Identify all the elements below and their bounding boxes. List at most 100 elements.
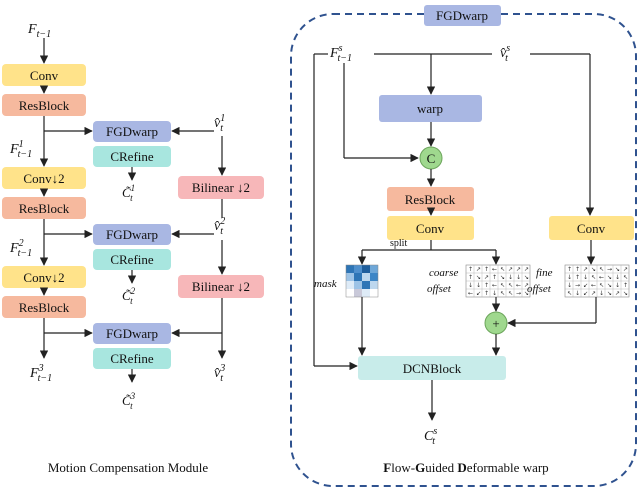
svg-text:↘: ↘ (607, 282, 612, 289)
svg-text:↖: ↖ (508, 290, 513, 297)
svg-text:↗: ↗ (516, 266, 521, 273)
svg-text:→: → (575, 282, 580, 289)
svg-text:←: ← (492, 282, 497, 289)
crefine-1-label: CRefine (110, 149, 154, 164)
plus-label: + (492, 316, 499, 331)
svg-text:←: ← (468, 290, 473, 297)
fgdwarp-frame (290, 13, 637, 487)
fgd-conv-2 (549, 216, 634, 240)
resblock-1 (2, 94, 86, 116)
resblock-2 (2, 197, 86, 219)
svg-text:↑: ↑ (468, 266, 473, 273)
svg-text:↓: ↓ (567, 274, 572, 281)
svg-text:←: ← (492, 266, 497, 273)
svg-text:↗: ↗ (484, 274, 489, 281)
svg-text:↑: ↑ (492, 274, 497, 281)
fgdwarp-title-box (424, 5, 501, 26)
svg-text:↖: ↖ (599, 282, 604, 289)
svg-text:↙: ↙ (476, 290, 481, 297)
svg-text:↘: ↘ (623, 290, 628, 297)
crefine-2-label: CRefine (110, 252, 154, 267)
coarse-offset-grid: ↑↗↑←↖↗↗↗ ↑↘↗↑↘↓↓↘ ↓↓↑←↖↖←↗ ←↙↑↓↖↖→↘ (465, 264, 531, 298)
left-caption: Motion Compensation Module (48, 460, 209, 475)
svg-text:↓: ↓ (508, 274, 513, 281)
svg-text:↖: ↖ (567, 290, 572, 297)
svg-text:↑: ↑ (567, 266, 572, 273)
warp-block (379, 95, 482, 122)
svg-text:↗: ↗ (508, 266, 513, 273)
svg-text:↘: ↘ (524, 290, 529, 297)
fgdwarp-2-label: FGDwarp (106, 227, 158, 242)
svg-text:↘: ↘ (607, 290, 612, 297)
svg-text:↘: ↘ (591, 266, 596, 273)
fgd-conv-2-label: Conv (577, 221, 606, 236)
coarse-label-2: offset (427, 283, 452, 295)
crefine-block-3 (93, 348, 171, 369)
svg-text:↘: ↘ (615, 266, 620, 273)
fgdwarp-3-label: FGDwarp (106, 326, 158, 341)
dcn-block (358, 356, 506, 380)
fgd-resblock (387, 187, 474, 211)
split-label: split (390, 238, 407, 249)
svg-text:↑: ↑ (484, 282, 489, 289)
svg-text:↗: ↗ (623, 266, 628, 273)
bilinear-2-label: Bilinear ↓2 (192, 279, 250, 294)
svg-text:↘: ↘ (524, 274, 529, 281)
crefine-block-1 (93, 146, 171, 167)
bilinear-block-1 (178, 176, 264, 199)
svg-text:↑: ↑ (623, 282, 628, 289)
svg-text:↗: ↗ (524, 266, 529, 273)
crefine-block-2 (93, 249, 171, 270)
svg-text:↑: ↑ (484, 266, 489, 273)
svg-text:↙: ↙ (583, 282, 588, 289)
svg-text:←: ← (591, 282, 596, 289)
svg-text:↓: ↓ (516, 274, 521, 281)
svg-text:↘: ↘ (500, 274, 505, 281)
svg-text:↓: ↓ (567, 282, 572, 289)
fgdwarp-block-2 (93, 224, 171, 245)
resblock-1-label: ResBlock (19, 98, 70, 113)
concat-label: C (427, 151, 436, 166)
conv-down-2-label: Conv↓2 (23, 270, 64, 285)
conv-down-1-label: Conv↓2 (23, 171, 64, 186)
svg-text:↓: ↓ (476, 282, 481, 289)
svg-text:↓: ↓ (492, 290, 497, 297)
svg-text:↗: ↗ (615, 290, 620, 297)
mask-label: mask (314, 278, 338, 290)
svg-text:↗: ↗ (583, 266, 588, 273)
conv-down-1 (2, 167, 86, 189)
right-caption: Flow-Guided Deformable warp (383, 460, 548, 475)
svg-text:↓: ↓ (583, 274, 588, 281)
fgdwarp-title: FGDwarp (436, 8, 488, 23)
svg-text:↘: ↘ (476, 274, 481, 281)
conv-label: Conv (30, 68, 59, 83)
svg-text:↖: ↖ (623, 274, 628, 281)
crefine-3-label: CRefine (110, 351, 154, 366)
fgd-conv-label: Conv (416, 221, 445, 236)
svg-text:←: ← (599, 274, 604, 281)
svg-text:↓: ↓ (468, 282, 473, 289)
fine-label-2: offset (527, 283, 552, 295)
svg-text:→: → (607, 266, 612, 273)
resblock-2-label: ResBlock (19, 201, 70, 216)
svg-text:↓: ↓ (575, 290, 580, 297)
svg-text:↙: ↙ (583, 290, 588, 297)
fgdwarp-1-label: FGDwarp (106, 124, 158, 139)
svg-text:↓: ↓ (615, 274, 620, 281)
input-f-label: Ft−1 (27, 22, 51, 40)
mask-grid (345, 264, 379, 298)
svg-text:→: → (516, 290, 521, 297)
svg-text:↑: ↑ (575, 266, 580, 273)
bilinear-1-label: Bilinear ↓2 (192, 180, 250, 195)
